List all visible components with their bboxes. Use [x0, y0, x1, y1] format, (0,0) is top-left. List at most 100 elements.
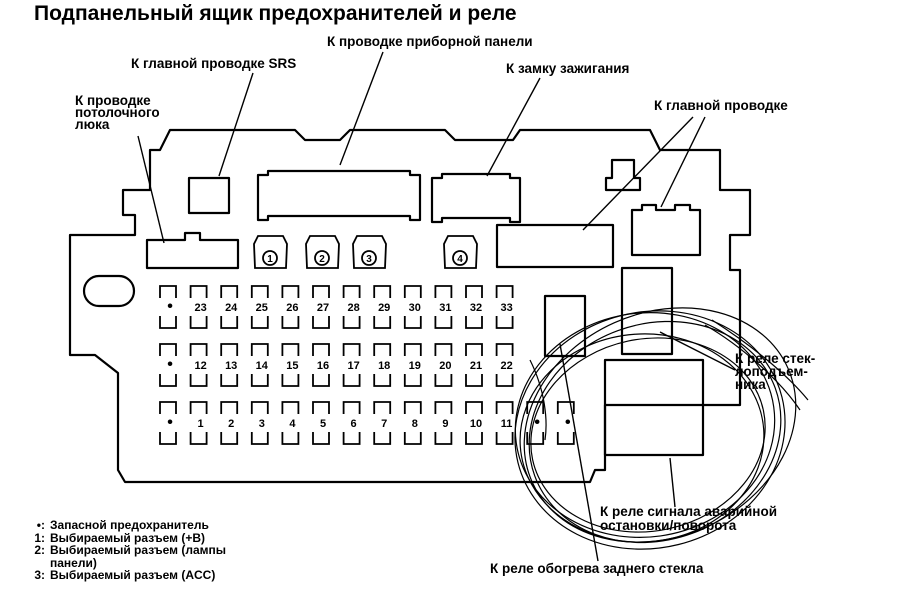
fuse-slot-top [159, 285, 177, 298]
left-mount-tab [82, 274, 136, 308]
fuse-slot-top [220, 343, 239, 356]
fuse-slot-top [250, 285, 269, 298]
fuse-box-outline [68, 128, 752, 484]
fuse-number: 14 [256, 360, 269, 372]
fuse-slot-bottom [403, 316, 422, 329]
fuse-number: 2 [228, 418, 234, 430]
defogger-relay-socket [543, 294, 587, 358]
fuse-slot-top [434, 343, 453, 356]
legend-item: •:Запасной предохранитель [36, 518, 209, 532]
fuse-slot-top [189, 285, 208, 298]
fuse-slot-bottom [526, 432, 545, 445]
fuse-slot-top [403, 343, 422, 356]
leader-main-wiring-left [582, 116, 694, 231]
fuse-number: 9 [442, 418, 448, 430]
fuse-slot-bottom [495, 316, 514, 329]
fuse-slot-bottom [281, 432, 300, 445]
fuse-number: 7 [381, 418, 387, 430]
fuse-number: 5 [320, 418, 326, 430]
legend-item: панели) [50, 555, 97, 570]
fuse-number: 23 [194, 302, 206, 314]
fuse-number: 29 [378, 302, 390, 314]
top-small-connector [604, 158, 642, 192]
fuse-slot-top [403, 285, 422, 298]
fuse-slot-bottom [250, 316, 269, 329]
selectable-connector-1 [253, 235, 288, 269]
fuse-number: 19 [409, 360, 421, 372]
leader-hazard-relay [669, 457, 676, 508]
fuse-number: 4 [289, 418, 296, 430]
label-ignition-switch: К замку зажигания [506, 61, 630, 76]
fuse-number: 16 [317, 360, 329, 372]
fuse-slot-top [312, 285, 330, 298]
fuse-number: 12 [194, 360, 206, 372]
main-wiring-connector-right [630, 203, 702, 257]
main-wiring-connector-left [495, 223, 615, 269]
fuse-slot-bottom [373, 432, 392, 445]
fuse-slot-bottom [250, 432, 269, 445]
fuse-number: • [167, 356, 173, 373]
fuse-slot-bottom [495, 432, 514, 445]
fuse-slot-top [220, 285, 239, 298]
fuse-number: 30 [409, 302, 421, 314]
connector-number-2: 2 [319, 254, 325, 265]
label-rear-defogger-relay: К реле обогрева заднего стекла [490, 561, 704, 576]
fuse-slot-top [434, 401, 453, 414]
fuse-number: 8 [412, 418, 418, 430]
fuse-slot-top [434, 285, 453, 298]
fuse-slot-top [373, 285, 392, 298]
fuse-slot-bottom [189, 374, 208, 387]
label-main-wiring: К главной проводке [654, 98, 788, 113]
fuse-slot-top [312, 401, 330, 414]
fuse-slot-bottom [159, 316, 177, 329]
fuse-slot-bottom [434, 316, 453, 329]
fuse-slot-bottom [403, 374, 422, 387]
label-srs-main-wiring: К главной проводке SRS [131, 56, 297, 71]
fuse-slot-bottom [312, 316, 330, 329]
leader-moonroof [137, 135, 165, 244]
fuse-number: 3 [259, 418, 265, 430]
selectable-connector-2 [305, 235, 340, 269]
ignition-connector [430, 172, 522, 224]
fuse-slot-bottom [342, 432, 361, 445]
fuse-slot-bottom [220, 432, 239, 445]
fuse-slot-top [342, 343, 361, 356]
fuse-slot-bottom [373, 316, 392, 329]
fuse-slot-top [189, 343, 208, 356]
fuse-slot-top [495, 401, 514, 414]
fuse-number: • [534, 414, 540, 431]
fuse-slot-bottom [434, 432, 453, 445]
fuse-slot-top [312, 343, 330, 356]
fuse-slot-top [220, 401, 239, 414]
fuse-slot-top [556, 401, 575, 414]
fuse-number: 10 [470, 418, 482, 430]
fuse-slot-top [373, 401, 392, 414]
leader-ignition [486, 77, 541, 177]
fuse-slot-top [342, 285, 361, 298]
leader-defogger-relay [559, 343, 599, 562]
page-title: Подпанельный ящик предохранителей и реле [34, 2, 517, 25]
leader-dash-wiring [339, 51, 384, 166]
fuse-number: 24 [225, 302, 238, 314]
fuse-number: 33 [500, 302, 512, 314]
selectable-connector-3 [352, 235, 387, 269]
fuse-slot-top [250, 343, 269, 356]
fuse-slot-bottom [159, 432, 177, 445]
fuse-slot-bottom [465, 316, 483, 329]
fuse-slot-bottom [189, 316, 208, 329]
fuse-number: 32 [470, 302, 482, 314]
connector-number-1: 1 [267, 254, 273, 265]
fuse-number: 25 [256, 302, 268, 314]
legend-item: 3:Выбираемый разъем (ACC) [34, 568, 216, 582]
legend-item: 1:Выбираемый разъем (+B) [34, 530, 206, 545]
moonroof-connector [145, 231, 240, 270]
selectable-connector-4 [443, 235, 478, 269]
fuse-number: 31 [439, 302, 451, 314]
fuse-slot-bottom [312, 374, 330, 387]
fuse-slot-bottom [250, 374, 269, 387]
fuse-number: 15 [286, 360, 298, 372]
fuse-slot-top [465, 401, 483, 414]
connector-number-4: 4 [457, 254, 463, 265]
fuse-number: • [167, 298, 173, 315]
